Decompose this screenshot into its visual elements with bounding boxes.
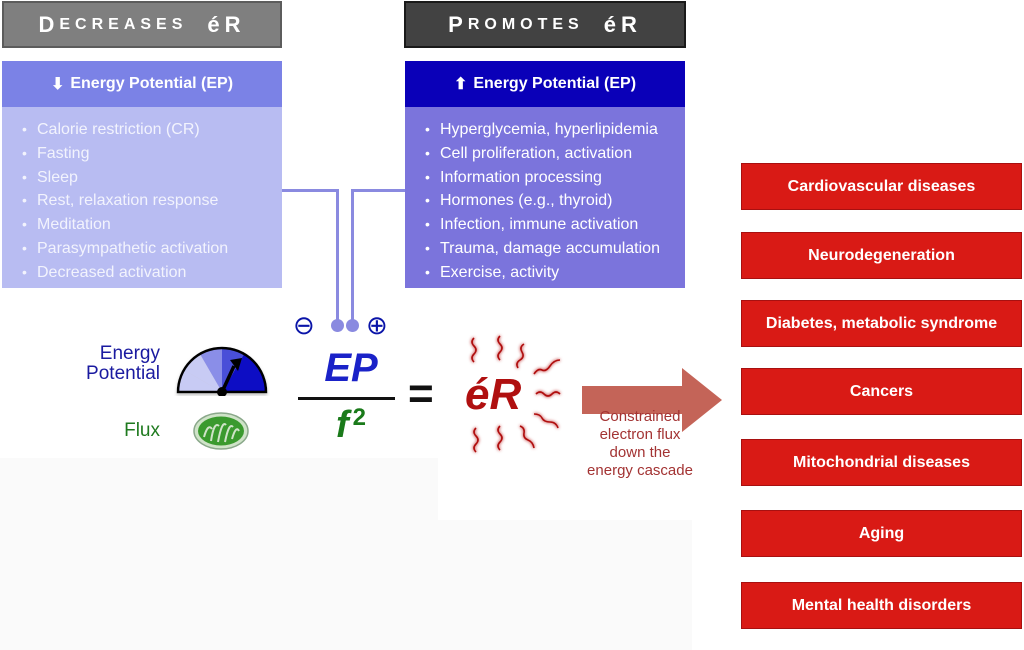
gauge-pivot — [217, 387, 227, 396]
disease-box: Cancers — [741, 368, 1022, 415]
disease-box: Mental health disorders — [741, 582, 1022, 629]
equation-result: éR — [465, 370, 522, 419]
disease-box: Diabetes, metabolic syndrome — [741, 300, 1022, 347]
list-item: Calorie restriction (CR) — [22, 118, 282, 142]
promotes-list: Hyperglycemia, hyperlipidemia Cell proli… — [405, 107, 685, 288]
equation-numerator: EP — [324, 346, 378, 390]
radiation-squiggles-icon — [471, 335, 561, 453]
header-initial: P — [448, 11, 468, 37]
disease-box: Mitochondrial diseases — [741, 439, 1022, 486]
disease-box: Aging — [741, 510, 1022, 557]
mitochondrion-icon — [193, 412, 249, 450]
list-item: Cell proliferation, activation — [425, 142, 685, 166]
list-item: Infection, immune activation — [425, 213, 685, 237]
connector-line-promote — [351, 189, 405, 192]
gauge-needle-tip — [230, 358, 242, 371]
gauge-icon — [176, 346, 268, 396]
subheader-label: Energy Potential (EP) — [70, 75, 234, 92]
header-initial: D — [38, 11, 60, 37]
header-rest: ECREASES — [59, 15, 188, 33]
connector-line-decrease — [336, 189, 339, 326]
gauge-segment — [200, 348, 222, 392]
connector-line-promote — [351, 189, 354, 326]
list-item: Exercise, activity — [425, 261, 685, 285]
denominator-exponent: 2 — [352, 404, 366, 431]
flux-label: Flux — [124, 420, 160, 441]
list-item: Meditation — [22, 213, 282, 237]
equals-sign: = — [408, 369, 434, 418]
connector-dot — [346, 319, 359, 332]
decreases-list: Calorie restriction (CR) Fasting Sleep R… — [2, 107, 282, 288]
empty-region — [0, 458, 438, 650]
connector-line-decrease — [282, 189, 339, 192]
list-item: Hyperglycemia, hyperlipidemia — [425, 118, 685, 142]
gauge-segment — [184, 354, 222, 392]
gauge-segment — [178, 370, 222, 392]
disease-box: Neurodegeneration — [741, 232, 1022, 279]
disease-box: Cardiovascular diseases — [741, 163, 1022, 210]
list-item: Rest, relaxation response — [22, 189, 282, 213]
list-item: Decreased activation — [22, 261, 282, 285]
header-rest: ROMOTES — [467, 15, 584, 33]
minus-icon: ⊖ — [293, 310, 315, 340]
arrow-right-icon — [582, 368, 722, 432]
arrow-down-icon: ⬇ — [50, 76, 65, 93]
decreases-ep-subheader: ⬇ Energy Potential (EP) — [2, 61, 282, 107]
list-item: Fasting — [22, 142, 282, 166]
header-suffix: éR — [207, 11, 246, 37]
list-item: Hormones (e.g., thyroid) — [425, 189, 685, 213]
connector-dot — [331, 319, 344, 332]
arrow-up-icon: ⬆ — [453, 76, 468, 93]
header-suffix: éR — [603, 11, 642, 37]
list-item: Sleep — [22, 166, 282, 190]
empty-region — [438, 520, 692, 650]
plus-icon: ⊕ — [366, 310, 388, 340]
list-item: Information processing — [425, 166, 685, 190]
list-item: Parasympathetic activation — [22, 237, 282, 261]
fraction-bar — [298, 397, 395, 400]
list-item: Trauma, damage accumulation — [425, 237, 685, 261]
denominator-symbol: f — [335, 404, 349, 446]
subheader-label: Energy Potential (EP) — [473, 75, 637, 92]
gauge-outline — [176, 346, 268, 394]
promotes-ep-subheader: ⬆ Energy Potential (EP) — [405, 61, 685, 107]
